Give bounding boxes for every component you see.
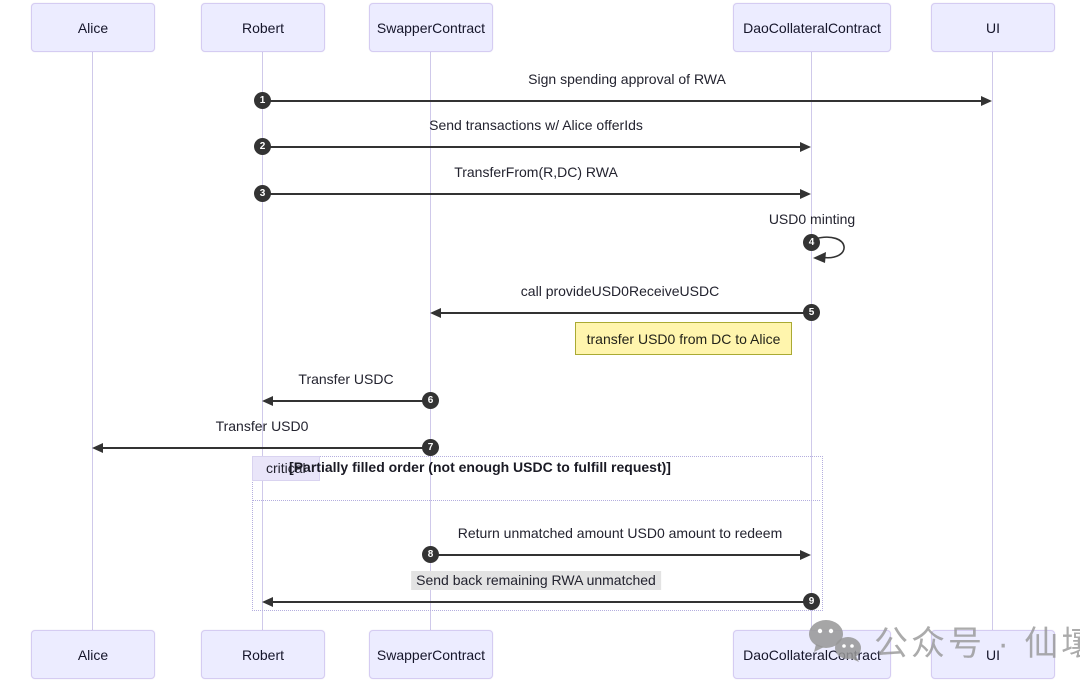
message-7-number: 7 bbox=[422, 439, 439, 456]
actor-bottom-daocollateralcontract: DaoCollateralContract bbox=[733, 630, 891, 679]
lifeline-daocollateralcontract bbox=[811, 52, 812, 630]
critical-block-title: [Partially filled order (not enough USDC… bbox=[289, 459, 671, 475]
message-9-number: 9 bbox=[803, 593, 820, 610]
actor-top-ui: UI bbox=[931, 3, 1055, 52]
actor-bottom-ui: UI bbox=[931, 630, 1055, 679]
message-4-number: 4 bbox=[803, 234, 820, 251]
critical-block bbox=[252, 456, 823, 611]
message-3-line bbox=[262, 193, 809, 195]
message-7-arrowhead bbox=[92, 443, 103, 453]
message-2-arrowhead bbox=[800, 142, 811, 152]
message-5-number: 5 bbox=[803, 304, 820, 321]
message-5-arrowhead bbox=[430, 308, 441, 318]
message-8-arrowhead bbox=[800, 550, 811, 560]
message-8-number: 8 bbox=[422, 546, 439, 563]
message-5-line bbox=[432, 312, 811, 314]
actor-bottom-robert: Robert bbox=[201, 630, 325, 679]
note-transfer-usd0: transfer USD0 from DC to Alice bbox=[575, 322, 792, 355]
actor-top-alice: Alice bbox=[31, 3, 155, 52]
message-6-label: Transfer USDC bbox=[298, 371, 394, 387]
lifeline-alice bbox=[92, 52, 93, 630]
message-6-line bbox=[264, 400, 430, 402]
actor-top-robert: Robert bbox=[201, 3, 325, 52]
actor-bottom-alice: Alice bbox=[31, 630, 155, 679]
message-3-arrowhead bbox=[800, 189, 811, 199]
message-2-line bbox=[262, 146, 809, 148]
message-8-label: Return unmatched amount USD0 amount to r… bbox=[457, 525, 783, 541]
message-1-number: 1 bbox=[254, 92, 271, 109]
message-6-number: 6 bbox=[422, 392, 439, 409]
actor-top-swappercontract: SwapperContract bbox=[369, 3, 493, 52]
actor-top-daocollateralcontract: DaoCollateralContract bbox=[733, 3, 891, 52]
message-9-arrowhead bbox=[262, 597, 273, 607]
message-7-label: Transfer USD0 bbox=[215, 418, 309, 434]
message-1-label: Sign spending approval of RWA bbox=[528, 71, 726, 87]
message-7-line bbox=[94, 447, 430, 449]
message-8-line bbox=[430, 554, 809, 556]
message-4-label: USD0 minting bbox=[768, 211, 856, 227]
message-3-number: 3 bbox=[254, 185, 271, 202]
message-5-label: call provideUSD0ReceiveUSDC bbox=[520, 283, 720, 299]
lifeline-ui bbox=[992, 52, 993, 630]
actor-bottom-swappercontract: SwapperContract bbox=[369, 630, 493, 679]
message-6-arrowhead bbox=[262, 396, 273, 406]
critical-block-label: critical bbox=[252, 456, 320, 481]
message-2-label: Send transactions w/ Alice offerIds bbox=[429, 117, 643, 133]
message-4-self-loop bbox=[813, 236, 845, 263]
message-9-line bbox=[264, 601, 809, 603]
message-1-arrowhead bbox=[981, 96, 992, 106]
message-1-line bbox=[262, 100, 990, 102]
lifeline-swappercontract bbox=[430, 52, 431, 630]
critical-block-divider bbox=[253, 500, 820, 501]
lifeline-robert bbox=[262, 52, 263, 630]
message-3-label: TransferFrom(R,DC) RWA bbox=[454, 164, 618, 180]
message-2-number: 2 bbox=[254, 138, 271, 155]
message-9-label: Send back remaining RWA unmatched bbox=[411, 571, 661, 590]
